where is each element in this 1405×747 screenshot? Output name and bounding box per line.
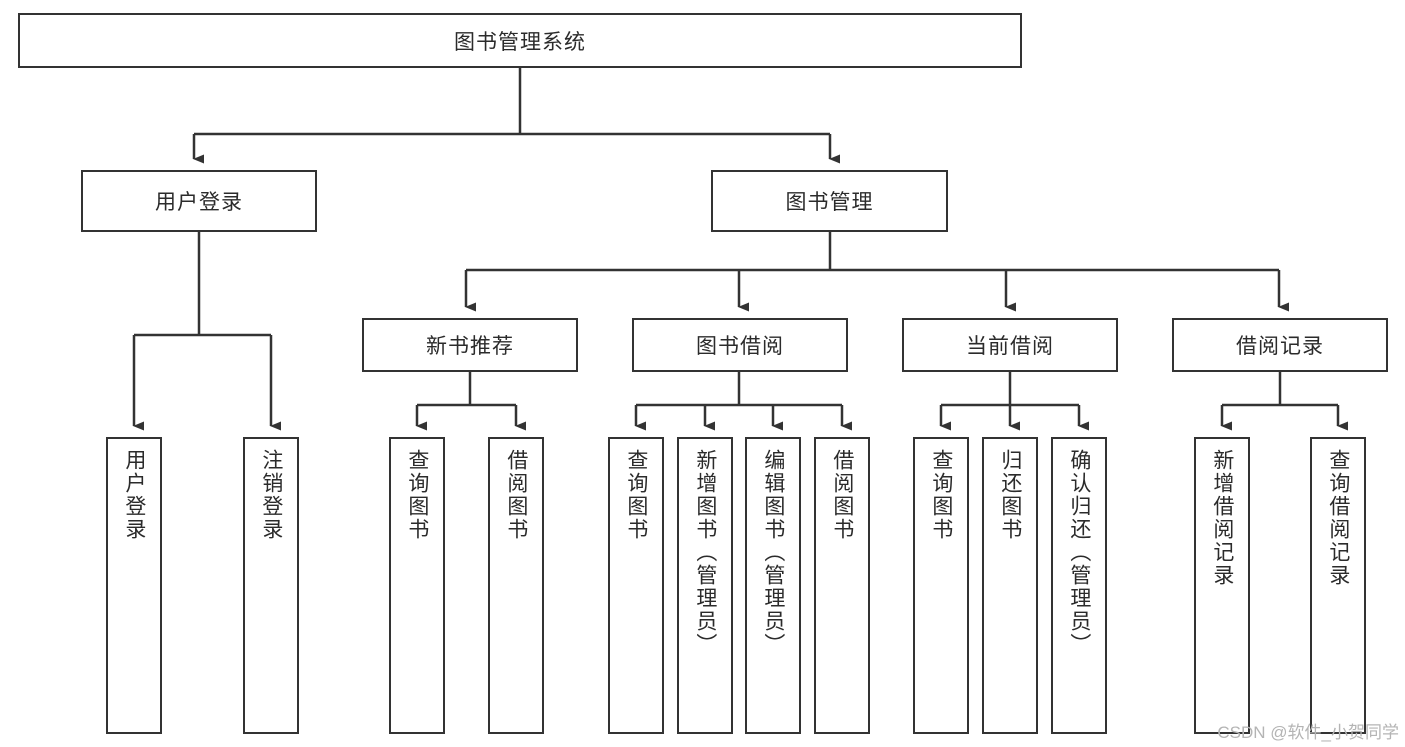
node-book-management[interactable]: 图书管理	[711, 170, 948, 232]
node-label: 借阅记录	[1236, 335, 1324, 358]
node-label: 查询图书	[405, 449, 429, 541]
node-label: 用户登录	[122, 449, 146, 541]
leaf-user-login-signin[interactable]: 用户登录	[106, 437, 162, 734]
node-label: 用户登录	[155, 191, 243, 214]
node-label: 查询图书	[929, 449, 953, 541]
leaf-new-book-borrow[interactable]: 借阅图书	[488, 437, 544, 734]
leaf-current-borrow-confirm[interactable]: 确认归还（管理员）	[1051, 437, 1107, 734]
leaf-current-borrow-return[interactable]: 归还图书	[982, 437, 1038, 734]
node-current-borrow[interactable]: 当前借阅	[902, 318, 1118, 372]
node-label: 注销登录	[259, 449, 283, 541]
node-root-system[interactable]: 图书管理系统	[18, 13, 1022, 68]
leaf-current-borrow-query[interactable]: 查询图书	[913, 437, 969, 734]
node-label: 查询借阅记录	[1326, 449, 1350, 587]
node-label: 新增图书（管理员）	[693, 449, 717, 656]
leaf-borrow-record-query[interactable]: 查询借阅记录	[1310, 437, 1366, 734]
node-label: 借阅图书	[504, 449, 528, 541]
csdn-watermark: CSDN @软件_小贺同学	[1217, 723, 1399, 742]
node-label: 图书管理系统	[454, 30, 586, 54]
node-label: 借阅图书	[830, 449, 854, 541]
node-new-book-recommend[interactable]: 新书推荐	[362, 318, 578, 372]
node-label: 新书推荐	[426, 335, 514, 358]
leaf-book-borrow-query[interactable]: 查询图书	[608, 437, 664, 734]
node-book-borrow[interactable]: 图书借阅	[632, 318, 848, 372]
node-label: 当前借阅	[966, 335, 1054, 358]
node-label: 新增借阅记录	[1210, 449, 1234, 587]
leaf-book-borrow-add[interactable]: 新增图书（管理员）	[677, 437, 733, 734]
node-user-login[interactable]: 用户登录	[81, 170, 317, 232]
node-label: 查询图书	[624, 449, 648, 541]
leaf-user-login-signout[interactable]: 注销登录	[243, 437, 299, 734]
node-label: 图书借阅	[696, 335, 784, 358]
leaf-borrow-record-add[interactable]: 新增借阅记录	[1194, 437, 1250, 734]
leaf-book-borrow-borrow[interactable]: 借阅图书	[814, 437, 870, 734]
node-borrow-record[interactable]: 借阅记录	[1172, 318, 1388, 372]
node-label: 图书管理	[785, 191, 874, 214]
node-label: 确认归还（管理员）	[1067, 449, 1091, 656]
node-label: 归还图书	[998, 449, 1022, 541]
leaf-new-book-query[interactable]: 查询图书	[389, 437, 445, 734]
node-label: 编辑图书（管理员）	[761, 449, 785, 656]
leaf-book-borrow-edit[interactable]: 编辑图书（管理员）	[745, 437, 801, 734]
